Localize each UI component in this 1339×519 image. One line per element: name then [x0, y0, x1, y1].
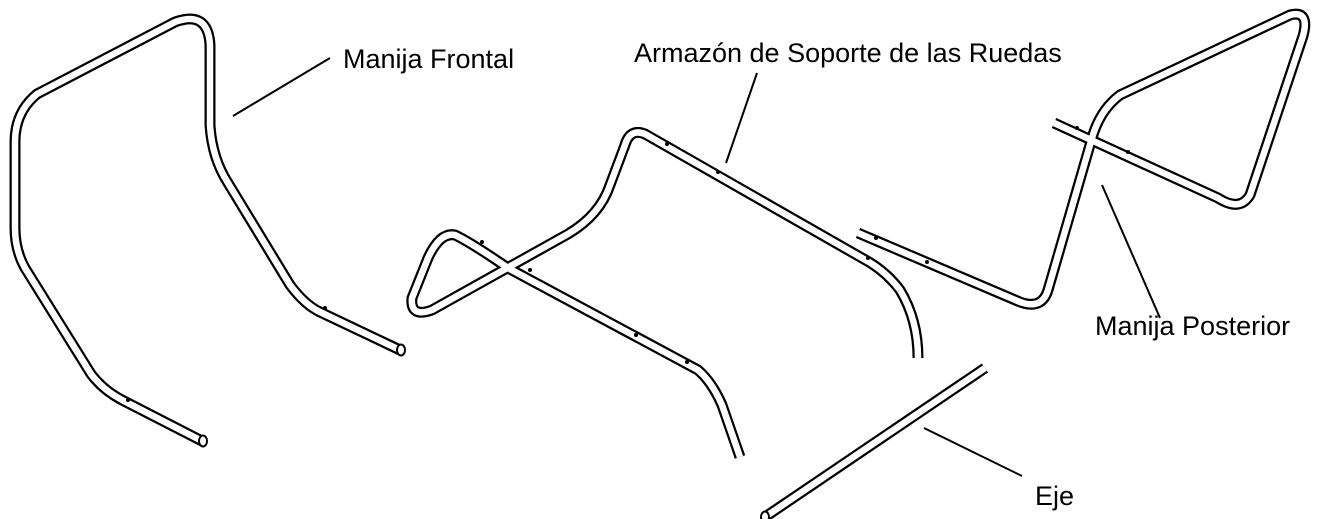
axle-label: Eje	[1035, 481, 1074, 511]
rear-handle-leader	[1101, 184, 1161, 319]
wheel-frame-leader	[725, 72, 758, 164]
rear-handle-label: Manija Posterior	[1095, 311, 1290, 341]
front-handle-leader	[232, 57, 331, 117]
wheel-frame-label: Armazón de Soporte de las Ruedas	[634, 38, 1062, 68]
wheel-support-frame-tube	[406, 126, 924, 459]
front-handle-tube	[9, 13, 406, 448]
rear-handle-tube	[855, 8, 1311, 310]
front-handle-label: Manija Frontal	[343, 44, 514, 74]
axle-leader	[923, 427, 1023, 477]
axle-tube	[760, 363, 989, 519]
